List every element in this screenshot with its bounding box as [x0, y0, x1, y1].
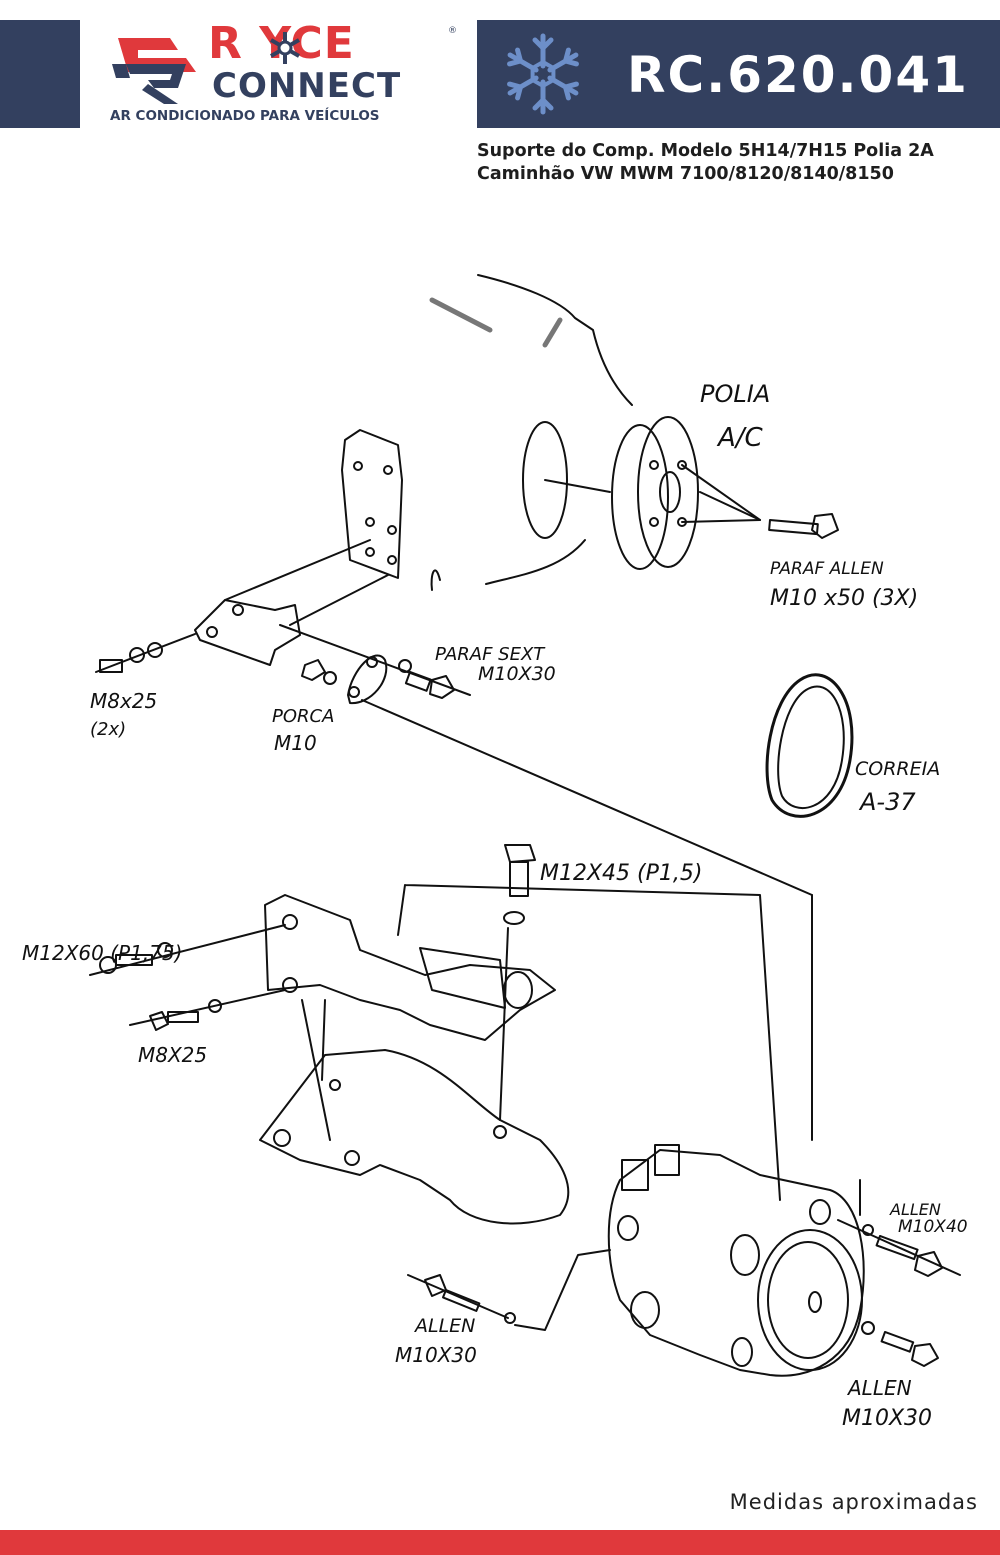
approximate-measures-note: Medidas aproximadas — [729, 1490, 978, 1514]
label-polia: POLIA — [700, 380, 770, 408]
label-allen-right: ALLEN — [846, 1376, 912, 1400]
label-m12x45: M12X45 (P1,5) — [540, 861, 702, 886]
label-allen-left: ALLEN — [413, 1315, 475, 1337]
royce-connect-logo: R YCE ® CONNECT AR CONDICIONADO PARA VEÍ… — [108, 18, 460, 124]
snowflake-icon — [501, 33, 585, 116]
label-2x: (2x) — [90, 719, 126, 740]
label-m12x60: M12X60 (P1,75) — [22, 941, 182, 965]
header-left-band — [0, 20, 80, 128]
description-line-2: Caminhão VW MWM 7100/8120/8140/8150 — [477, 164, 894, 184]
label-m8x25: M8X25 — [138, 1043, 207, 1067]
brand-name-bottom: CONNECT — [212, 66, 402, 106]
bolt-m8x25-pair — [95, 633, 196, 673]
label-m10x50: M10 x50 (3X) — [770, 586, 918, 611]
label-m10x40: M10X40 — [898, 1217, 968, 1237]
compressor — [607, 1144, 865, 1377]
bolt-m12x60 — [89, 924, 286, 976]
label-paraf-sext: PARAF SEXT — [435, 644, 546, 665]
main-mounting-bracket — [264, 894, 556, 1041]
description-line-1: Suporte do Comp. Modelo 5H14/7H15 Polia … — [477, 141, 934, 161]
logo-mark-icon — [112, 38, 196, 104]
allen-bolt-m10x30-right — [861, 1321, 939, 1367]
label-correia: CORREIA — [855, 758, 940, 780]
lower-mounting-base — [259, 999, 570, 1225]
label-paraf-allen: PARAF ALLEN — [770, 559, 884, 579]
allen-bolt-m10x40 — [837, 1219, 961, 1277]
product-code-header: RC.620.041 — [477, 20, 1000, 128]
label-m10: M10 — [274, 731, 317, 755]
label-porca: PORCA — [272, 706, 334, 727]
label-m10x30-left: M10X30 — [395, 1343, 477, 1367]
mount-bracket-small — [194, 539, 389, 666]
product-description: Suporte do Comp. Modelo 5H14/7H15 Polia … — [477, 140, 934, 186]
product-code: RC.620.041 — [627, 46, 969, 104]
label-a37: A-37 — [858, 788, 916, 816]
upper-bracket — [341, 429, 403, 579]
label-allen-m10x40: ALLEN — [889, 1200, 941, 1219]
pulley-ac — [522, 416, 761, 570]
footer-red-bar — [0, 1530, 1000, 1555]
label-m10x30-sext: M10X30 — [478, 663, 556, 685]
logo-snowflake-icon — [270, 32, 300, 64]
bolt-m8x25 — [129, 989, 286, 1031]
registered-mark: ® — [448, 26, 457, 36]
exploded-assembly-drawing: POLIA A/C PARAF ALLEN M10 x50 (3X) PARAF… — [22, 274, 968, 1431]
label-m8x25-2x: M8x25 — [90, 689, 157, 713]
allen-bolt-m10x30-left — [407, 1249, 611, 1331]
label-m10x30-right: M10X30 — [842, 1406, 932, 1431]
engine-outline — [429, 274, 633, 591]
belt-a37 — [765, 673, 854, 818]
allen-bolt-m10x50 — [768, 513, 839, 539]
label-ac: A/C — [716, 423, 764, 453]
brand-tagline: AR CONDICIONADO PARA VEÍCULOS — [110, 108, 380, 124]
